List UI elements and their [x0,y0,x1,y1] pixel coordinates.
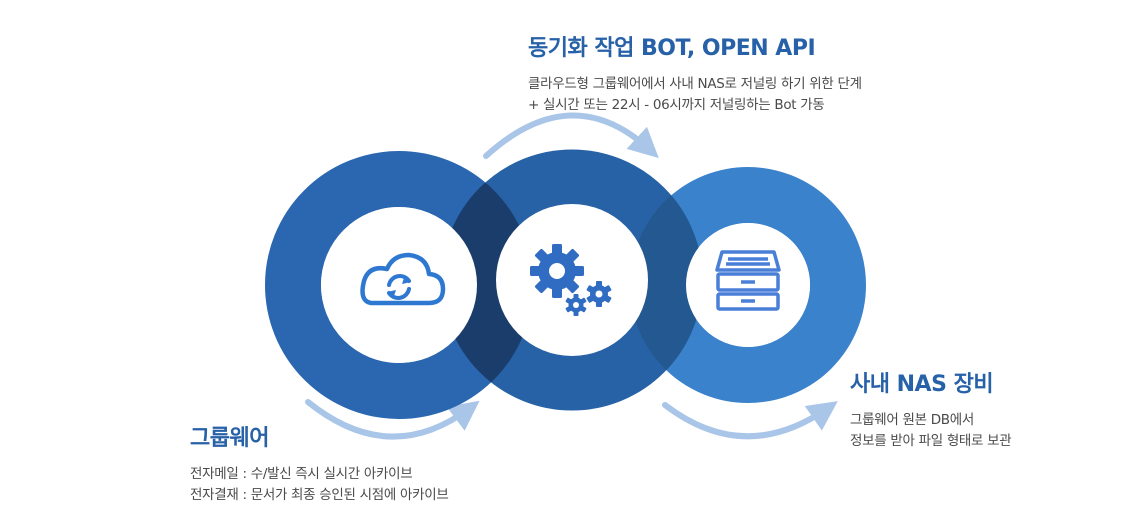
file-cabinet-icon [715,250,781,311]
sync-step-block: 동기화 작업 BOT, OPEN API 클라우드형 그룹웨어에서 사내 NAS… [528,30,862,116]
groupware-line-2: 전자결재 : 문서가 최종 승인된 시점에 아카이브 [190,487,449,503]
hub-nas [686,223,810,347]
groupware-title: 그룹웨어 [190,426,269,451]
arrow-bottom-left [305,399,480,440]
nas-line-2: 정보를 받아 파일 형태로 보관 [850,433,1012,449]
nas-block: 사내 NAS 장비 그룹웨어 원본 DB에서 정보를 받아 파일 형태로 보관 [850,366,1012,452]
nas-line-1: 그룹웨어 원본 DB에서 [850,412,974,428]
cloud-sync-icon [360,252,446,306]
nas-title: 사내 NAS 장비 [850,372,994,397]
sync-step-line-1: 클라우드형 그룹웨어에서 사내 NAS로 저널링 하기 위한 단계 [528,76,862,92]
groupware-line-1: 전자메일 : 수/발신 즉시 실시간 아카이브 [190,466,413,482]
sync-step-title: 동기화 작업 BOT, OPEN API [528,36,816,61]
overlap-right [630,167,703,403]
arrow-bottom-right [662,401,838,440]
groupware-block: 그룹웨어 전자메일 : 수/발신 즉시 실시간 아카이브 전자결재 : 문서가 … [190,420,449,506]
gears-icon [530,244,612,316]
arrow-top [483,112,659,159]
hub-groupware [321,207,477,363]
sync-step-line-2: + 실시간 또는 22시 - 06시까지 저널링하는 Bot 가동 [528,97,825,113]
